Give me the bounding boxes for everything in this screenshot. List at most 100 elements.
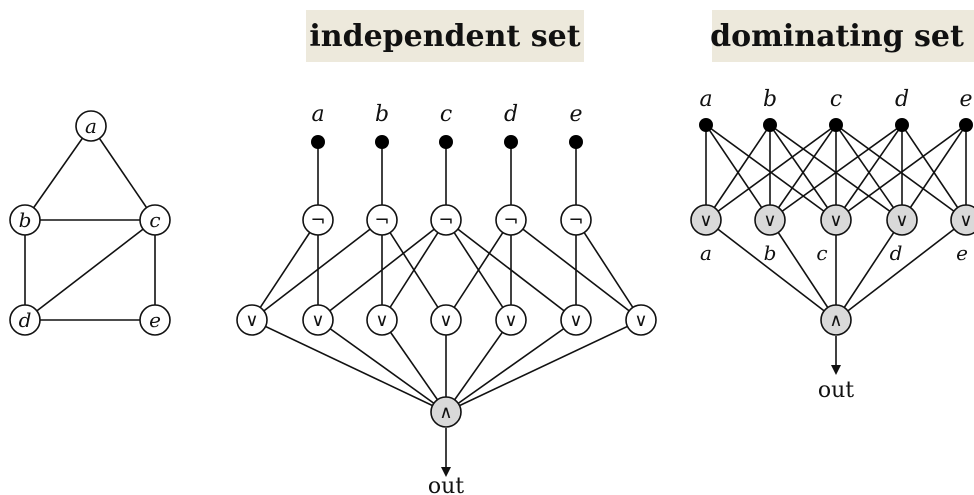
ds-or-symbol: ∨ [763, 210, 776, 231]
ds-wire [835, 124, 903, 221]
is-or-gate [366, 304, 398, 336]
ds-gate-label-b: b [764, 241, 777, 265]
is-or-symbol: ∨ [311, 310, 324, 331]
ds-wire [835, 124, 967, 221]
ds-input-label-b: b [763, 87, 777, 112]
graph-node-b [9, 204, 41, 236]
ds-wire [835, 219, 903, 321]
ds-input-dot-c [829, 118, 843, 132]
ds-gate-label-c: c [816, 241, 827, 265]
is-input-dot-d [504, 135, 518, 149]
is-wire [445, 319, 512, 413]
graph-node-label-d: d [19, 308, 32, 332]
is-or-symbol: ∨ [634, 310, 647, 331]
is-not-gate-d [495, 204, 527, 236]
ds-input-dot-a [699, 118, 713, 132]
dominating-set-circuit: dominating set a b c d e [690, 10, 974, 403]
is-or-gate [625, 304, 657, 336]
is-not-symbol: ¬ [438, 210, 453, 231]
is-wire [445, 219, 577, 321]
independent-set-title-box [306, 10, 584, 62]
is-or-symbol: ∨ [245, 310, 258, 331]
is-not-gate-b [366, 204, 398, 236]
is-input-label-c: c [440, 102, 452, 127]
ds-or-symbol: ∨ [699, 210, 712, 231]
is-and-gate [430, 396, 462, 428]
is-wire [445, 319, 577, 413]
ds-or-gate-e [950, 204, 974, 236]
is-input-label-e: e [569, 102, 582, 127]
ds-input-dot-b [763, 118, 777, 132]
ds-or-symbol: ∨ [829, 210, 842, 231]
ds-wire [901, 124, 967, 221]
is-not-symbol: ¬ [374, 210, 389, 231]
input-graph: a b c d e [9, 110, 171, 336]
is-wire [251, 319, 447, 413]
is-input-dot-e [569, 135, 583, 149]
graph-node-label-e: e [149, 308, 161, 332]
is-wire [510, 219, 642, 321]
is-wire [575, 219, 642, 321]
graph-node-c [139, 204, 171, 236]
ds-or-symbol: ∨ [895, 210, 908, 231]
ds-wire [769, 124, 837, 221]
is-wire [381, 219, 447, 321]
is-wire [251, 219, 319, 321]
is-input-label-b: b [375, 102, 389, 127]
is-not-symbol: ¬ [503, 210, 518, 231]
ds-input-label-c: c [830, 87, 842, 112]
is-and-symbol: ∧ [439, 402, 452, 423]
ds-or-gate-a [690, 204, 722, 236]
independent-set-title: independent set [309, 19, 580, 54]
graph-node-label-a: a [85, 114, 97, 138]
graph-node-a [75, 110, 107, 142]
is-or-symbol: ∨ [569, 310, 582, 331]
is-input-label-a: a [311, 102, 324, 127]
ds-wire [705, 124, 837, 221]
graph-edge-c-d [24, 219, 156, 321]
dominating-set-title-box [712, 10, 974, 62]
is-or-gate [302, 304, 334, 336]
graph-node-label-b: b [19, 208, 32, 232]
is-or-gate [495, 304, 527, 336]
ds-input-label-a: a [699, 87, 712, 112]
ds-wire [769, 219, 837, 321]
ds-input-dot-e [959, 118, 973, 132]
graph-edge-a-b [24, 125, 92, 221]
is-or-gate [236, 304, 268, 336]
is-or-gate [560, 304, 592, 336]
ds-or-gate-c [820, 204, 852, 236]
is-or-symbol: ∨ [504, 310, 517, 331]
is-not-symbol: ¬ [310, 210, 325, 231]
ds-input-dot-d [895, 118, 909, 132]
is-wire [445, 219, 512, 321]
is-input-dot-c [439, 135, 453, 149]
is-or-symbol: ∨ [439, 310, 452, 331]
is-input-dot-b [375, 135, 389, 149]
ds-gate-label-d: d [890, 241, 903, 265]
ds-gate-label-e: e [956, 241, 968, 265]
is-wire [381, 319, 447, 413]
is-not-gate-a [302, 204, 334, 236]
ds-or-gate-d [886, 204, 918, 236]
ds-input-label-d: d [895, 87, 909, 112]
ds-or-gate-b [754, 204, 786, 236]
ds-gate-label-a: a [700, 241, 712, 265]
ds-input-label-e: e [959, 87, 972, 112]
graph-node-d [9, 304, 41, 336]
ds-or-symbol: ∨ [959, 210, 972, 231]
is-wire [445, 319, 642, 413]
is-wire [317, 319, 447, 413]
graph-node-label-c: c [149, 208, 160, 232]
is-not-gate-e [560, 204, 592, 236]
independent-set-circuit: independent set a b c d e [236, 10, 657, 495]
ds-wire [705, 124, 771, 221]
is-input-label-d: d [504, 102, 518, 127]
graph-node-e [139, 304, 171, 336]
ds-output-label: out [818, 378, 854, 403]
ds-wire [835, 219, 967, 321]
is-output-label: out [428, 474, 464, 495]
is-or-gate [430, 304, 462, 336]
is-not-symbol: ¬ [568, 210, 583, 231]
graph-edge-a-c [90, 125, 156, 221]
